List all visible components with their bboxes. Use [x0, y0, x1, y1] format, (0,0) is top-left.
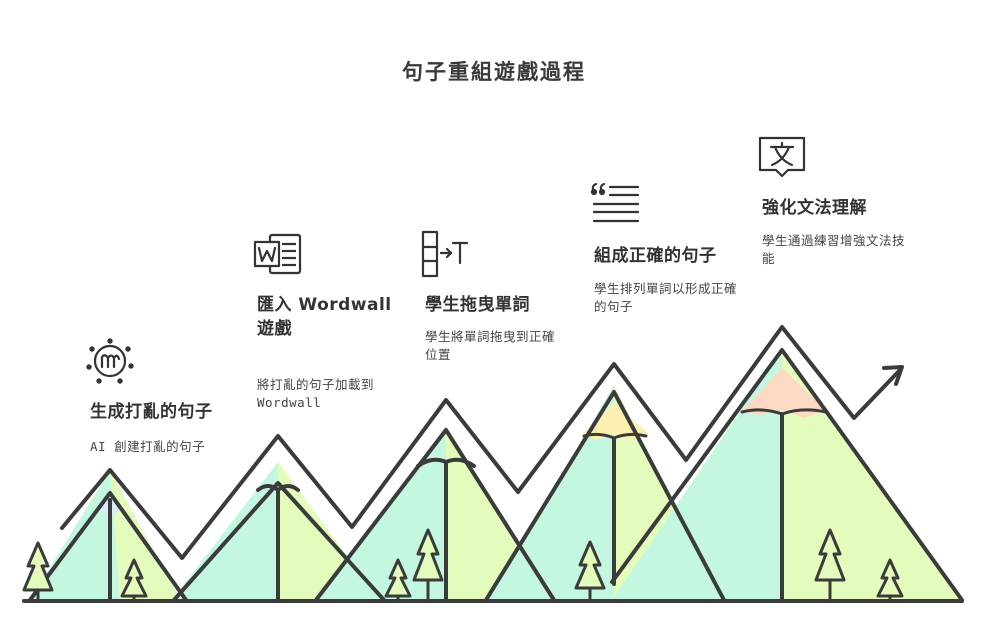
step-3-desc: 學生將單詞拖曳到正確位置 [425, 329, 556, 362]
tree-icon [412, 528, 444, 600]
tree-icon [574, 540, 606, 600]
mountain-5-cap [741, 368, 826, 418]
step-1-desc: AI 創建打亂的句子 [90, 439, 206, 454]
mountain-2-snowline [256, 484, 300, 492]
step-4-desc: 學生排列單詞以形成正確的句子 [594, 281, 738, 314]
mountain-outlines [22, 325, 964, 603]
step-1-title: 生成打亂的句子 [90, 402, 213, 422]
step-5-desc: 學生通過練習增強文法技能 [762, 233, 906, 266]
mountain-5-outline [610, 348, 964, 602]
step-5-title: 強化文法理解 [762, 198, 867, 218]
text-drag-icon [421, 230, 469, 278]
trees [22, 528, 904, 601]
step-2-title: 匯入 Wordwall 遊戲 [257, 295, 392, 339]
mountain-4-outline [484, 390, 726, 602]
tree-icon [876, 558, 904, 601]
mountain-3-snowline [416, 457, 476, 468]
tree-icon [384, 558, 412, 601]
tree-icon [22, 541, 54, 600]
word-document-icon [253, 233, 302, 275]
mountain-2-side [172, 462, 278, 600]
diagram-title: 句子重組遊戲過程 [402, 60, 586, 84]
mountain-4-snowline [582, 432, 648, 440]
zigzag-arrow-path [60, 325, 902, 560]
mountain-3-outline [314, 428, 556, 602]
translate-text-icon [758, 136, 806, 178]
tree-icon [120, 558, 148, 601]
mountain-4-cap [583, 403, 648, 440]
mountain-1-outline [28, 491, 188, 602]
meetup-icon [86, 338, 134, 384]
step-4-title: 組成正確的句子 [594, 246, 717, 266]
quote-lines-icon [590, 182, 640, 223]
mountain-2-outline [172, 481, 386, 602]
tree-icon [814, 528, 846, 600]
step-3-title: 學生拖曳單詞 [425, 295, 530, 315]
step-2-desc: 將打亂的句子加載到 Wordwall [257, 377, 375, 410]
mountain-1-side [110, 470, 180, 600]
arrow-head [882, 365, 904, 386]
mountain-5-snowline [740, 408, 828, 416]
